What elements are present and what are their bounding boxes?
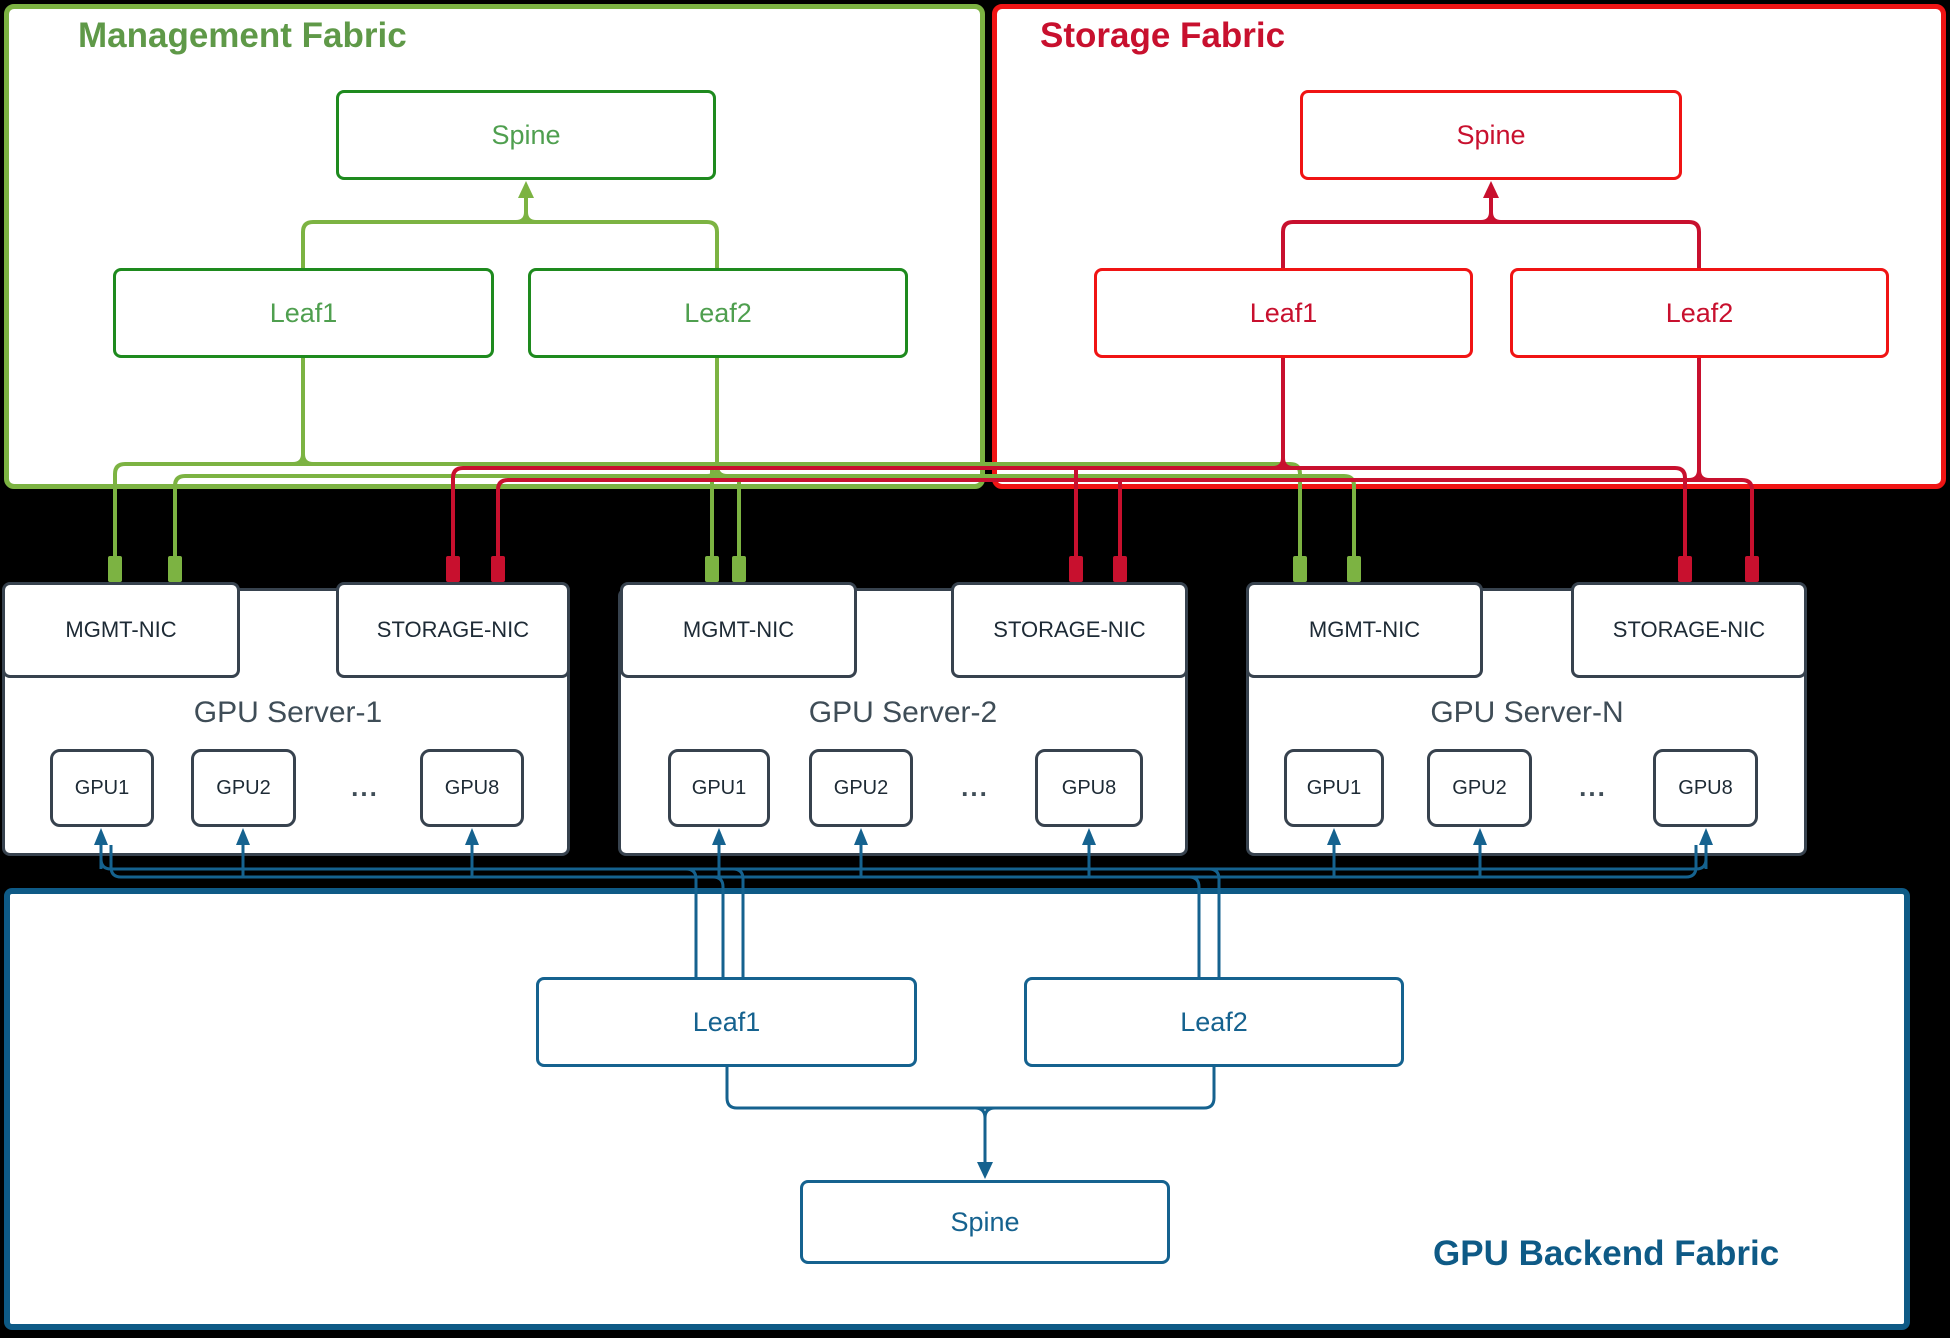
mgmt-port-terminal [1347, 556, 1361, 582]
gpu-server-n-gpu2: GPU2 [1427, 749, 1532, 827]
storage-port-terminal [1678, 556, 1692, 582]
management-spine-label: Spine [491, 119, 561, 150]
gpu-server-2-gpu2: GPU2 [809, 749, 913, 827]
gpu-server-1-storage-nic-label: STORAGE-NIC [376, 617, 530, 642]
backend-spine-label: Spine [950, 1206, 1020, 1237]
storage-leaf1-node: Leaf1 [1094, 268, 1473, 358]
backend-leaf2-label: Leaf2 [1180, 1006, 1248, 1037]
gpu-server-2-storage-nic: STORAGE-NIC [951, 582, 1188, 678]
gpu-server-n-mgmt-nic-label: MGMT-NIC [1308, 617, 1421, 642]
gpu-server-1-title: GPU Server-1 [193, 696, 383, 729]
gpu-server-1-ellipsis: ... [351, 772, 379, 802]
gpu-server-n-storage-nic: STORAGE-NIC [1571, 582, 1807, 678]
management-leaf1-node: Leaf1 [113, 268, 494, 358]
storage-port-terminal [1113, 556, 1127, 582]
gpu-server-1-mgmt-nic-label: MGMT-NIC [65, 617, 177, 642]
gpu-server-1-gpu2: GPU2 [191, 749, 296, 827]
gpu-label: GPU8 [1061, 776, 1117, 799]
storage-leaf2-node: Leaf2 [1510, 268, 1889, 358]
mgmt-port-terminal [705, 556, 719, 582]
gpu-label: GPU2 [833, 776, 889, 799]
storage-spine-node: Spine [1300, 90, 1682, 180]
gpu-server-2-gpu8: GPU8 [1035, 749, 1143, 827]
backend-leaf1-node: Leaf1 [536, 977, 917, 1067]
gpu-server-n-gpu1: GPU1 [1284, 749, 1384, 827]
storage-fabric-title: Storage Fabric [1040, 16, 1286, 55]
gpu-server-2-mgmt-nic: MGMT-NIC [620, 582, 857, 678]
storage-port-terminal [446, 556, 460, 582]
gpu-server-n-ellipsis: ... [1579, 772, 1607, 802]
mgmt-port-terminal [168, 556, 182, 582]
gpu-server-1-mgmt-nic: MGMT-NIC [2, 582, 240, 678]
backend-spine-node: Spine [800, 1180, 1170, 1264]
storage-fabric-panel [992, 4, 1946, 489]
backend-leaf1-label: Leaf1 [692, 1006, 761, 1037]
management-leaf1-label: Leaf1 [269, 297, 338, 328]
gpu-label: GPU1 [74, 776, 130, 799]
storage-port-terminal [1745, 556, 1759, 582]
storage-spine-label: Spine [1456, 119, 1526, 150]
gpu-label: GPU2 [216, 776, 271, 799]
mgmt-port-terminal [732, 556, 746, 582]
management-leaf2-node: Leaf2 [528, 268, 908, 358]
gpu-server-2-mgmt-nic-label: MGMT-NIC [682, 617, 795, 642]
gpu-label: GPU8 [444, 776, 500, 799]
gpu-server-n-mgmt-nic: MGMT-NIC [1246, 582, 1483, 678]
gpu-server-2-gpu1: GPU1 [668, 749, 770, 827]
storage-port-terminal [1069, 556, 1083, 582]
management-fabric-title: Management Fabric [78, 16, 407, 55]
backend-leaf2-node: Leaf2 [1024, 977, 1404, 1067]
gpu-label: GPU1 [691, 776, 747, 799]
gpu-server-2-storage-nic-label: STORAGE-NIC [993, 617, 1146, 642]
storage-port-terminal [491, 556, 505, 582]
gpu-server-1-gpu1: GPU1 [50, 749, 154, 827]
management-leaf2-label: Leaf2 [684, 297, 752, 328]
gpu-server-n-storage-nic-label: STORAGE-NIC [1612, 617, 1766, 642]
gpu-label: GPU1 [1306, 776, 1362, 799]
gpu-label: GPU8 [1678, 776, 1733, 799]
gpu-backend-fabric-title: GPU Backend Fabric [1433, 1234, 1780, 1273]
gpu-server-2-ellipsis: ... [961, 772, 989, 802]
storage-leaf1-label: Leaf1 [1249, 297, 1318, 328]
gpu-server-n-gpu8: GPU8 [1653, 749, 1758, 827]
gpu-server-n-title: GPU Server-N [1430, 696, 1624, 729]
mgmt-port-terminal [1293, 556, 1307, 582]
gpu-server-2-title: GPU Server-2 [808, 696, 998, 729]
management-fabric-panel [4, 4, 985, 489]
gpu-server-1-storage-nic: STORAGE-NIC [336, 582, 570, 678]
storage-leaf2-label: Leaf2 [1665, 297, 1734, 328]
management-spine-node: Spine [336, 90, 716, 180]
mgmt-port-terminal [108, 556, 122, 582]
gpu-label: GPU2 [1452, 776, 1507, 799]
gpu-server-1-gpu8: GPU8 [420, 749, 524, 827]
